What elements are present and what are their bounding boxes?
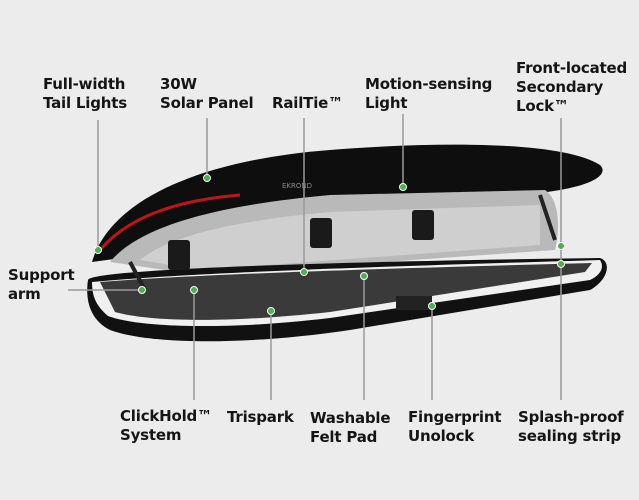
dot-support-arm — [138, 286, 146, 294]
dot-tail-lights — [94, 246, 102, 254]
dot-solar-panel — [203, 174, 211, 182]
label-trispark: Trispark — [227, 408, 294, 426]
dot-motion-light — [399, 183, 407, 191]
tail-light-strip — [98, 193, 241, 251]
fingerprint-module — [396, 296, 432, 310]
dot-secondary-lock — [557, 242, 565, 250]
dot-fingerprint — [428, 302, 436, 310]
brand-mark: EKROND — [282, 182, 312, 190]
label-railtie: RailTie™ — [272, 94, 343, 112]
dot-sealing-strip — [557, 260, 565, 268]
dot-clickhold — [190, 286, 198, 294]
dot-trispark — [267, 307, 275, 315]
dot-felt-pad — [360, 272, 368, 280]
leader-lines — [68, 114, 562, 400]
dot-railtie — [300, 268, 308, 276]
base-interior — [100, 263, 592, 320]
